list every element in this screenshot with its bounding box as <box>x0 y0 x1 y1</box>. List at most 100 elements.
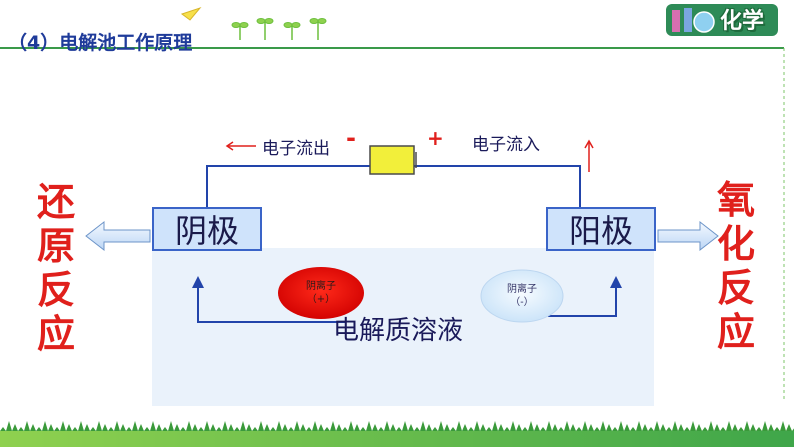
cation-charge: （+） <box>306 294 336 305</box>
grass-blade <box>288 427 294 431</box>
grass-blade <box>30 424 36 431</box>
grass-blade <box>450 427 456 431</box>
grass-blade <box>216 427 222 431</box>
grass-blade <box>534 424 540 431</box>
grass-strip <box>0 431 794 447</box>
grass-blade <box>276 421 282 431</box>
grass-blade <box>432 427 438 431</box>
grass-blade <box>168 421 174 431</box>
grass-blade <box>414 427 420 431</box>
grass-blade <box>90 427 96 431</box>
grass-blade <box>498 424 504 431</box>
grass-blade <box>474 421 480 431</box>
grass-blade <box>576 427 582 431</box>
grass-blade <box>120 424 126 431</box>
grass-blade <box>366 421 372 431</box>
reduction-char: 应 <box>36 312 75 356</box>
grass-blade <box>504 427 510 431</box>
paper-plane-icon <box>180 6 202 21</box>
grass-blade <box>348 421 354 431</box>
grass-blade <box>774 427 780 431</box>
grass-blade <box>258 421 264 431</box>
grass-blade <box>606 424 612 431</box>
grass-blade <box>222 421 228 431</box>
oxidation-reaction-label: 氧 化 反 应 <box>712 178 760 354</box>
grass-blade <box>786 424 792 431</box>
grass-blade <box>462 424 468 431</box>
grass-blade <box>564 421 570 431</box>
grass-blade <box>132 421 138 431</box>
grass-blade <box>582 421 588 431</box>
wire-left <box>206 165 370 207</box>
header-decoration <box>0 4 785 400</box>
grass-blade <box>390 424 396 431</box>
plus-sign: + <box>427 126 444 150</box>
grass-blade <box>84 424 90 431</box>
grass-blade <box>666 427 672 431</box>
grass-blade <box>384 421 390 431</box>
grass-blade <box>174 424 180 431</box>
grass-blade <box>738 427 744 431</box>
reduction-char: 原 <box>36 224 75 268</box>
grass-blade <box>516 424 522 431</box>
reduction-reaction-label: 还 原 反 应 <box>32 180 80 356</box>
grass-blade <box>6 421 12 431</box>
anion-charge: （-） <box>510 297 534 308</box>
grass-blade <box>624 424 630 431</box>
grass-blade <box>396 427 402 431</box>
grass-blade <box>186 421 192 431</box>
grass-blade <box>156 424 162 431</box>
chemistry-logo <box>666 4 778 36</box>
grass-blade <box>150 421 156 431</box>
reduction-char: 反 <box>36 268 75 312</box>
cation-name: 阴离子 <box>306 281 336 292</box>
grass-blade <box>702 427 708 431</box>
grass-blade <box>402 421 408 431</box>
grass-blade <box>456 421 462 431</box>
reduction-char: 还 <box>36 180 75 224</box>
grass-blade <box>552 424 558 431</box>
page-title: （4）电解池工作原理 <box>8 32 193 54</box>
grass-blade <box>420 421 426 431</box>
grass-blade <box>336 424 342 431</box>
grass-blade <box>54 427 60 431</box>
grass-blade <box>312 421 318 431</box>
grass-blade <box>528 421 534 431</box>
grass-blade <box>444 424 450 431</box>
grass-blade <box>690 421 696 431</box>
sprout-icons <box>231 18 327 40</box>
grass-blade <box>594 427 600 431</box>
grass-blade <box>756 427 762 431</box>
grass-blade <box>486 427 492 431</box>
anion-label: 阴离子 （-） <box>481 270 563 322</box>
grass-blade <box>588 424 594 431</box>
grass-blade <box>108 427 114 431</box>
wire-right <box>414 165 581 207</box>
cation-label: 阴离子 （+） <box>278 267 364 319</box>
grass-blade <box>522 427 528 431</box>
cathode-box: 阴极 <box>152 207 262 251</box>
grass-blade <box>492 421 498 431</box>
grass-blade <box>648 427 654 431</box>
grass-blade <box>66 424 72 431</box>
grass-blade <box>210 424 216 431</box>
grass-blades <box>0 421 794 431</box>
grass-blade <box>654 421 660 431</box>
grass-blade <box>228 424 234 431</box>
grass-blade <box>438 421 444 431</box>
grass-blade <box>270 427 276 431</box>
grass-blade <box>282 424 288 431</box>
grass-blade <box>198 427 204 431</box>
grass-blade <box>78 421 84 431</box>
grass-blade <box>468 427 474 431</box>
grass-blade <box>180 427 186 431</box>
grass-blade <box>60 421 66 431</box>
grass-blade <box>408 424 414 431</box>
grass-blade <box>264 424 270 431</box>
grass-blade <box>696 424 702 431</box>
ion-arrow-up-icon <box>192 276 204 288</box>
grass-blade <box>0 427 6 431</box>
grass-blade <box>252 427 258 431</box>
